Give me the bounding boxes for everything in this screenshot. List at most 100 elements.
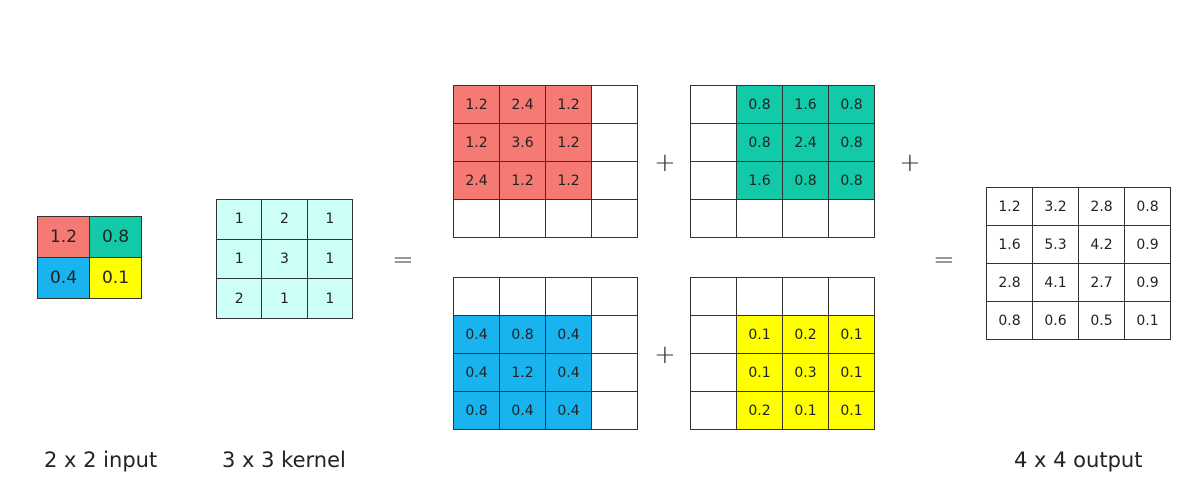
- matrix-cell: 0.8: [987, 302, 1033, 340]
- matrix-cell: 0.8: [737, 86, 783, 124]
- matrix-cell: [691, 162, 737, 200]
- matrix-cell: [592, 278, 638, 316]
- matrix-cell: 1: [217, 200, 263, 240]
- matrix-cell: 0.5: [1079, 302, 1125, 340]
- matrix-cell: 3.6: [500, 124, 546, 162]
- matrix-cell: 0.2: [737, 392, 783, 430]
- equals-sign-output: =: [933, 245, 955, 275]
- matrix-cell: [500, 278, 546, 316]
- matrix-cell: 1.2: [454, 86, 500, 124]
- matrix-cell: 1: [262, 279, 308, 319]
- matrix-cell: [691, 392, 737, 430]
- matrix-cell: 0.1: [829, 392, 875, 430]
- matrix-cell: [691, 86, 737, 124]
- matrix-cell: [691, 278, 737, 316]
- matrix-cell: 0.1: [90, 258, 142, 299]
- matrix-cell: 4.1: [1033, 264, 1079, 302]
- matrix-cell: 0.4: [500, 392, 546, 430]
- matrix-cell: 5.3: [1033, 226, 1079, 264]
- matrix-cell: 2.4: [454, 162, 500, 200]
- matrix-cell: 0.1: [737, 316, 783, 354]
- matrix-cell: [592, 200, 638, 238]
- matrix-cell: 0.8: [829, 86, 875, 124]
- matrix-cell: 0.6: [1033, 302, 1079, 340]
- matrix-cell: 2.8: [987, 264, 1033, 302]
- matrix-cell: [546, 278, 592, 316]
- matrix-cell: 0.3: [783, 354, 829, 392]
- matrix-cell: 0.4: [546, 392, 592, 430]
- matrix-cell: 0.8: [454, 392, 500, 430]
- matrix-cell: 0.4: [546, 354, 592, 392]
- matrix-cell: 1: [307, 200, 353, 240]
- matrix-cell: [783, 200, 829, 238]
- matrix-cell: [592, 162, 638, 200]
- matrix-cell: [454, 200, 500, 238]
- matrix-cell: 1.2: [500, 162, 546, 200]
- matrix-cell: 1.2: [38, 217, 90, 258]
- plus-sign-bottom-middle: +: [654, 340, 676, 370]
- matrix-cell: 1: [307, 279, 353, 319]
- matrix-cell: 0.1: [829, 316, 875, 354]
- matrix-cell: 2: [217, 279, 263, 319]
- matrix-cell: 1.6: [737, 162, 783, 200]
- plus-sign-top-middle: +: [654, 148, 676, 178]
- matrix-cell: [592, 86, 638, 124]
- matrix-cell: [592, 124, 638, 162]
- matrix-cell: 3.2: [1033, 188, 1079, 226]
- matrix-cell: 0.8: [737, 124, 783, 162]
- matrix-cell: 0.9: [1125, 226, 1171, 264]
- matrix-cell: 1.2: [546, 162, 592, 200]
- matrix-cell: 0.8: [1125, 188, 1171, 226]
- matrix-cell: [691, 354, 737, 392]
- matrix-cell: [783, 278, 829, 316]
- matrix-cell: 0.1: [829, 354, 875, 392]
- matrix-cell: 0.1: [737, 354, 783, 392]
- matrix-cell: 1: [217, 239, 263, 280]
- matrix-cell: [829, 200, 875, 238]
- matrix-cell: 0.2: [783, 316, 829, 354]
- matrix-cell: 1.2: [500, 354, 546, 392]
- matrix-cell: 1.6: [783, 86, 829, 124]
- matrix-cell: [829, 278, 875, 316]
- matrix-cell: 0.8: [783, 162, 829, 200]
- equals-sign: =: [392, 245, 414, 275]
- matrix-cell: 0.9: [1125, 264, 1171, 302]
- matrix-cell: 2.4: [500, 86, 546, 124]
- matrix-cell: [691, 200, 737, 238]
- matrix-cell: 0.1: [783, 392, 829, 430]
- matrix-cell: 0.8: [829, 124, 875, 162]
- kernel-caption: 3 x 3 kernel: [222, 448, 346, 472]
- matrix-cell: 2.7: [1079, 264, 1125, 302]
- matrix-cell: 1.2: [454, 124, 500, 162]
- matrix-cell: 2.8: [1079, 188, 1125, 226]
- matrix-cell: [737, 278, 783, 316]
- matrix-cell: [592, 354, 638, 392]
- input-caption: 2 x 2 input: [44, 448, 158, 472]
- output-caption: 4 x 4 output: [1014, 448, 1143, 472]
- matrix-cell: 1.2: [546, 124, 592, 162]
- matrix-cell: [691, 124, 737, 162]
- matrix-cell: [500, 200, 546, 238]
- matrix-cell: 0.4: [454, 316, 500, 354]
- matrix-cell: 2: [262, 200, 308, 240]
- matrix-cell: [737, 200, 783, 238]
- matrix-cell: 1.6: [987, 226, 1033, 264]
- plus-sign-top-right: +: [899, 148, 921, 178]
- matrix-cell: 4.2: [1079, 226, 1125, 264]
- matrix-cell: 2.4: [783, 124, 829, 162]
- matrix-cell: [592, 316, 638, 354]
- matrix-cell: 0.8: [90, 217, 142, 258]
- matrix-cell: 0.4: [454, 354, 500, 392]
- matrix-cell: 0.1: [1125, 302, 1171, 340]
- matrix-cell: 1.2: [546, 86, 592, 124]
- matrix-cell: [592, 392, 638, 430]
- matrix-cell: [546, 200, 592, 238]
- matrix-cell: [691, 316, 737, 354]
- matrix-cell: [454, 278, 500, 316]
